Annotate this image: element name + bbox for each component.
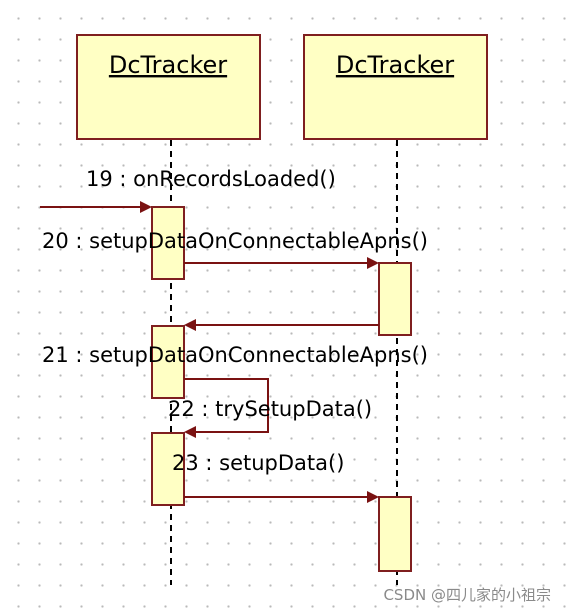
activation-box [378,496,412,572]
activation-box [151,325,185,399]
lifeline-1-head[interactable]: DcTracker [76,34,261,140]
lifeline-2-head[interactable]: DcTracker [303,34,488,140]
message-19-label: 19 : onRecordsLoaded() [86,167,336,191]
message-22-label: 22 : trySetupData() [168,397,372,421]
activation-box [151,432,185,506]
activation-box [151,206,185,280]
lifeline-1-title: DcTracker [109,51,227,79]
message-22-self-arrow [184,378,269,438]
csdn-watermark: CSDN @四儿家的小祖宗 [383,586,551,604]
activation-box [378,262,412,336]
message-23-label: 23 : setupData() [172,451,344,475]
message-20-label: 20 : setupDataOnConnectableApns() [42,229,428,253]
lifeline-2-title: DcTracker [336,51,454,79]
message-21-label: 21 : setupDataOnConnectableApns() [42,343,428,367]
